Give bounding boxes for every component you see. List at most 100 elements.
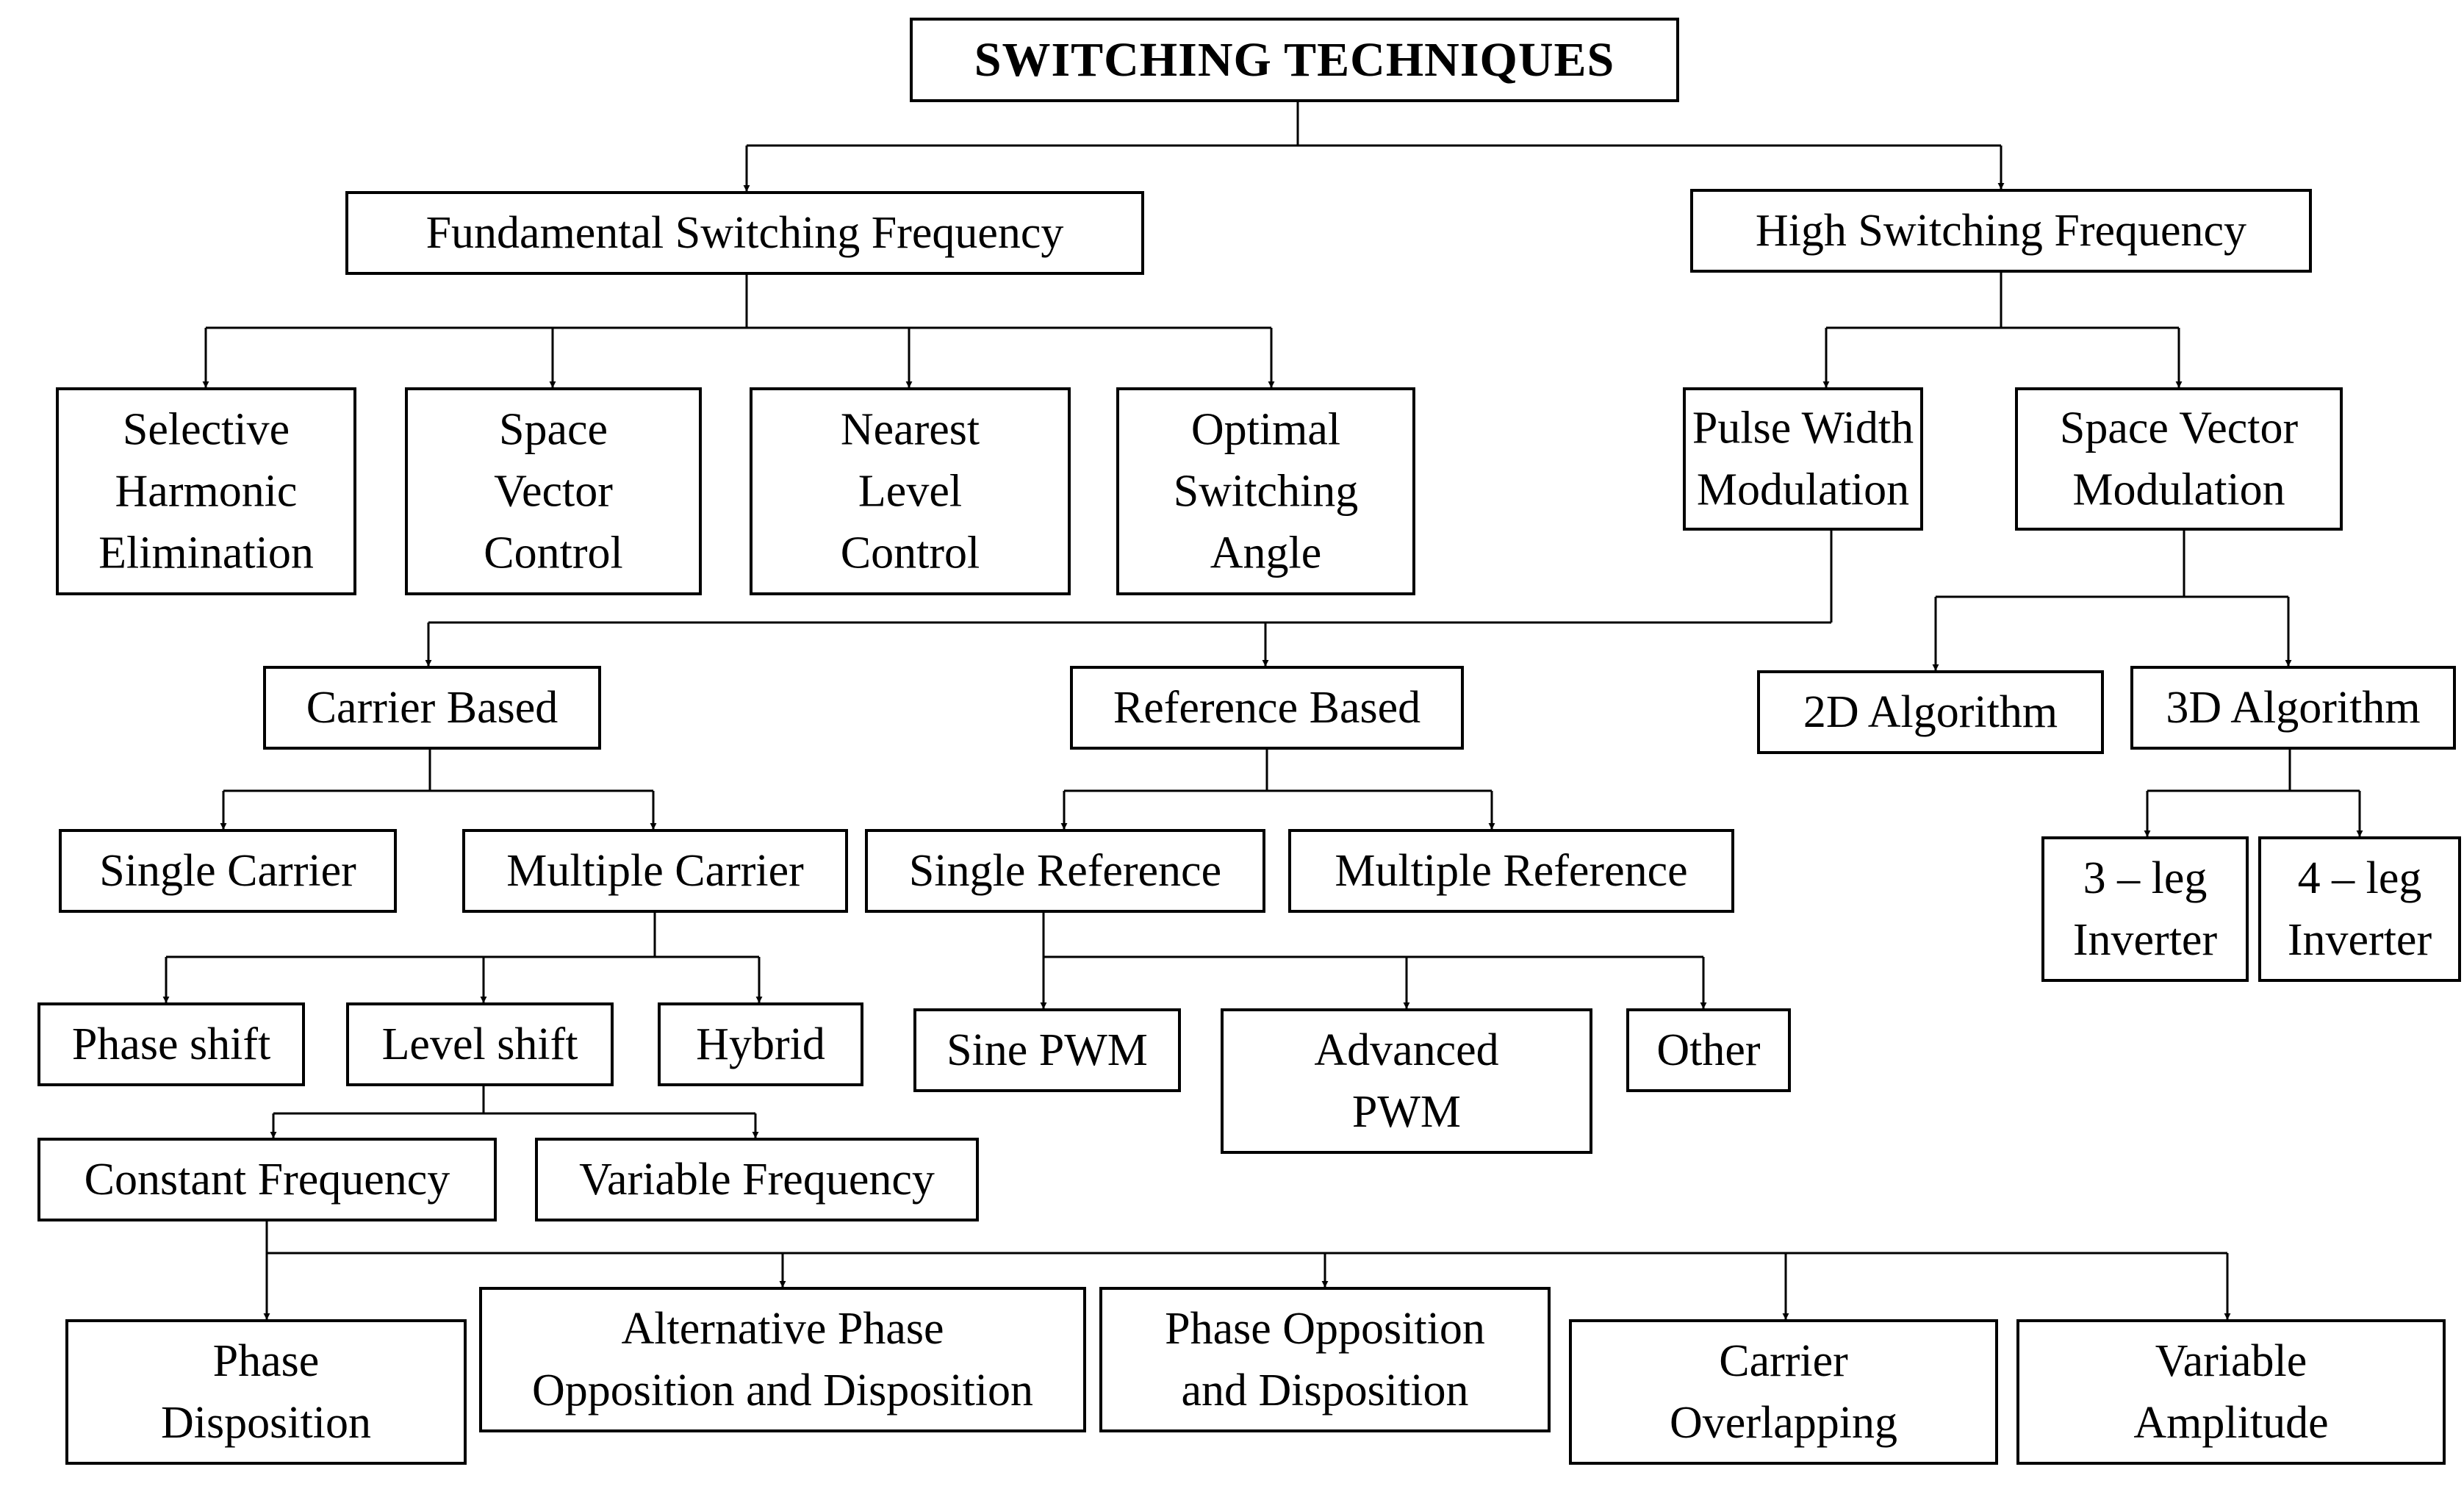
node-box [1221,1008,1592,1154]
node-label-line: 3 – leg [2083,853,2208,903]
node-label-line: Elimination [98,528,314,578]
node-multiple-carrier: Multiple Carrier [462,829,848,913]
node-box [1070,666,1464,750]
node-label-line: Constant Frequency [85,1155,450,1205]
node-label-line: Phase [213,1336,320,1386]
node-box [2130,666,2456,750]
node-label-line: Phase shift [72,1019,270,1069]
node-reference: Reference Based [1070,666,1464,750]
node-box [535,1138,979,1221]
node-box [65,1319,467,1465]
node-box [913,1008,1181,1092]
node-label-line: Switching [1174,467,1358,517]
node-label-line: Level [858,467,962,517]
node-alg3d: 3D Algorithm [2130,666,2456,750]
node-box [658,1002,863,1086]
node-label-line: PWM [1352,1087,1461,1137]
node-box [1626,1008,1791,1092]
node-box [479,1287,1086,1432]
node-label-line: Inverter [2073,915,2218,965]
node-label-line: Carrier Based [306,683,558,733]
node-label-line: Level shift [382,1019,578,1069]
node-label-line: Modulation [1697,465,1909,515]
node-label-line: Opposition and Disposition [532,1366,1033,1416]
node-box [346,1002,614,1086]
node-hybrid: Hybrid [658,1002,863,1086]
node-label-line: Space Vector [2060,403,2299,453]
node-phase-shift: Phase shift [37,1002,305,1086]
node-variable-freq: Variable Frequency [535,1138,979,1221]
node-constant-freq: Constant Frequency [37,1138,497,1221]
node-alg2d: 2D Algorithm [1757,670,2104,754]
node-carrier: Carrier Based [263,666,601,750]
node-label-line: Variable Frequency [579,1155,935,1205]
node-label-line: 2D Algorithm [1803,687,2058,737]
node-label-line: Optimal [1191,405,1340,455]
node-label-line: High Switching Frequency [1756,206,2246,256]
node-box [910,18,1679,102]
node-label-line: Inverter [2288,915,2432,965]
node-box [56,387,356,595]
node-box [2015,387,2343,531]
node-box [750,387,1071,595]
node-label-line: Other [1656,1025,1761,1075]
node-label-line: Hybrid [696,1019,825,1069]
node-high: High Switching Frequency [1690,189,2312,273]
node-label-line: and Disposition [1182,1366,1469,1416]
node-label-line: Variable [2155,1336,2307,1386]
node-label-line: Nearest [841,405,980,455]
node-sine-pwm: Sine PWM [913,1008,1181,1092]
node-label-line: SWITCHING TECHNIQUES [974,33,1615,87]
node-label-line: Alternative Phase [621,1304,944,1354]
node-label-line: Fundamental Switching Frequency [426,208,1064,258]
node-label-line: Control [484,528,622,578]
node-box [1757,670,2104,754]
connector-lines [162,101,2363,1320]
node-box [345,191,1144,275]
node-box [1116,387,1415,595]
node-label-line: Overlapping [1670,1398,1897,1448]
node-label-line: Harmonic [115,467,298,517]
node-fund: Fundamental Switching Frequency [345,191,1144,275]
node-box [865,829,1265,913]
node-box [1569,1319,1998,1465]
node-label-line: Sine PWM [947,1025,1148,1075]
node-box [2041,836,2249,982]
node-multiple-reference: Multiple Reference [1288,829,1734,913]
node-label-line: Multiple Reference [1335,846,1687,896]
node-box [462,829,848,913]
node-single-carrier: Single Carrier [59,829,397,913]
node-label-line: 4 – leg [2298,853,2422,903]
node-label-line: Space [499,405,608,455]
node-label-line: Control [841,528,980,578]
node-label-line: Multiple Carrier [506,846,804,896]
node-box [37,1138,497,1221]
node-label-line: Amplitude [2133,1398,2328,1448]
node-label-line: Single Reference [909,846,1221,896]
node-label-line: Carrier [1719,1336,1848,1386]
node-label-line: Reference Based [1113,683,1420,733]
node-label-line: Modulation [2072,465,2285,515]
node-label-line: Single Carrier [99,846,356,896]
node-box [1099,1287,1551,1432]
node-box [263,666,601,750]
node-label-line: Pulse Width [1692,403,1914,453]
node-single-reference: Single Reference [865,829,1265,913]
node-label-line: Angle [1210,528,1322,578]
node-boxes: SWITCHING TECHNIQUES Fundamental Switchin… [37,18,2461,1465]
node-label-line: 3D Algorithm [2166,683,2420,733]
node-box [59,829,397,913]
